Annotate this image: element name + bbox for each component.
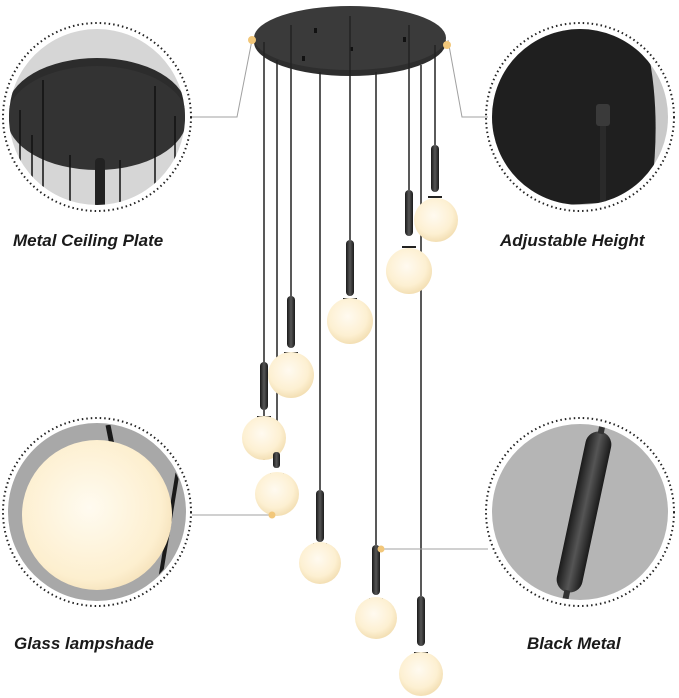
detail-circle-black-metal xyxy=(485,417,675,607)
leader-markers xyxy=(248,36,451,553)
label-black-metal: Black Metal xyxy=(527,634,621,653)
detail-circle-ceiling-plate xyxy=(2,22,192,212)
label-glass-lampshade: Glass lampshade xyxy=(14,634,154,653)
detail-circle-glass-lampshade xyxy=(2,417,192,607)
leader-lines xyxy=(192,39,488,550)
label-metal-ceiling-plate: Metal Ceiling Plate xyxy=(13,231,164,250)
pendants xyxy=(242,145,458,696)
detail-circle-adjustable-height xyxy=(485,22,675,212)
label-adjustable-height: Adjustable Height xyxy=(500,231,645,250)
